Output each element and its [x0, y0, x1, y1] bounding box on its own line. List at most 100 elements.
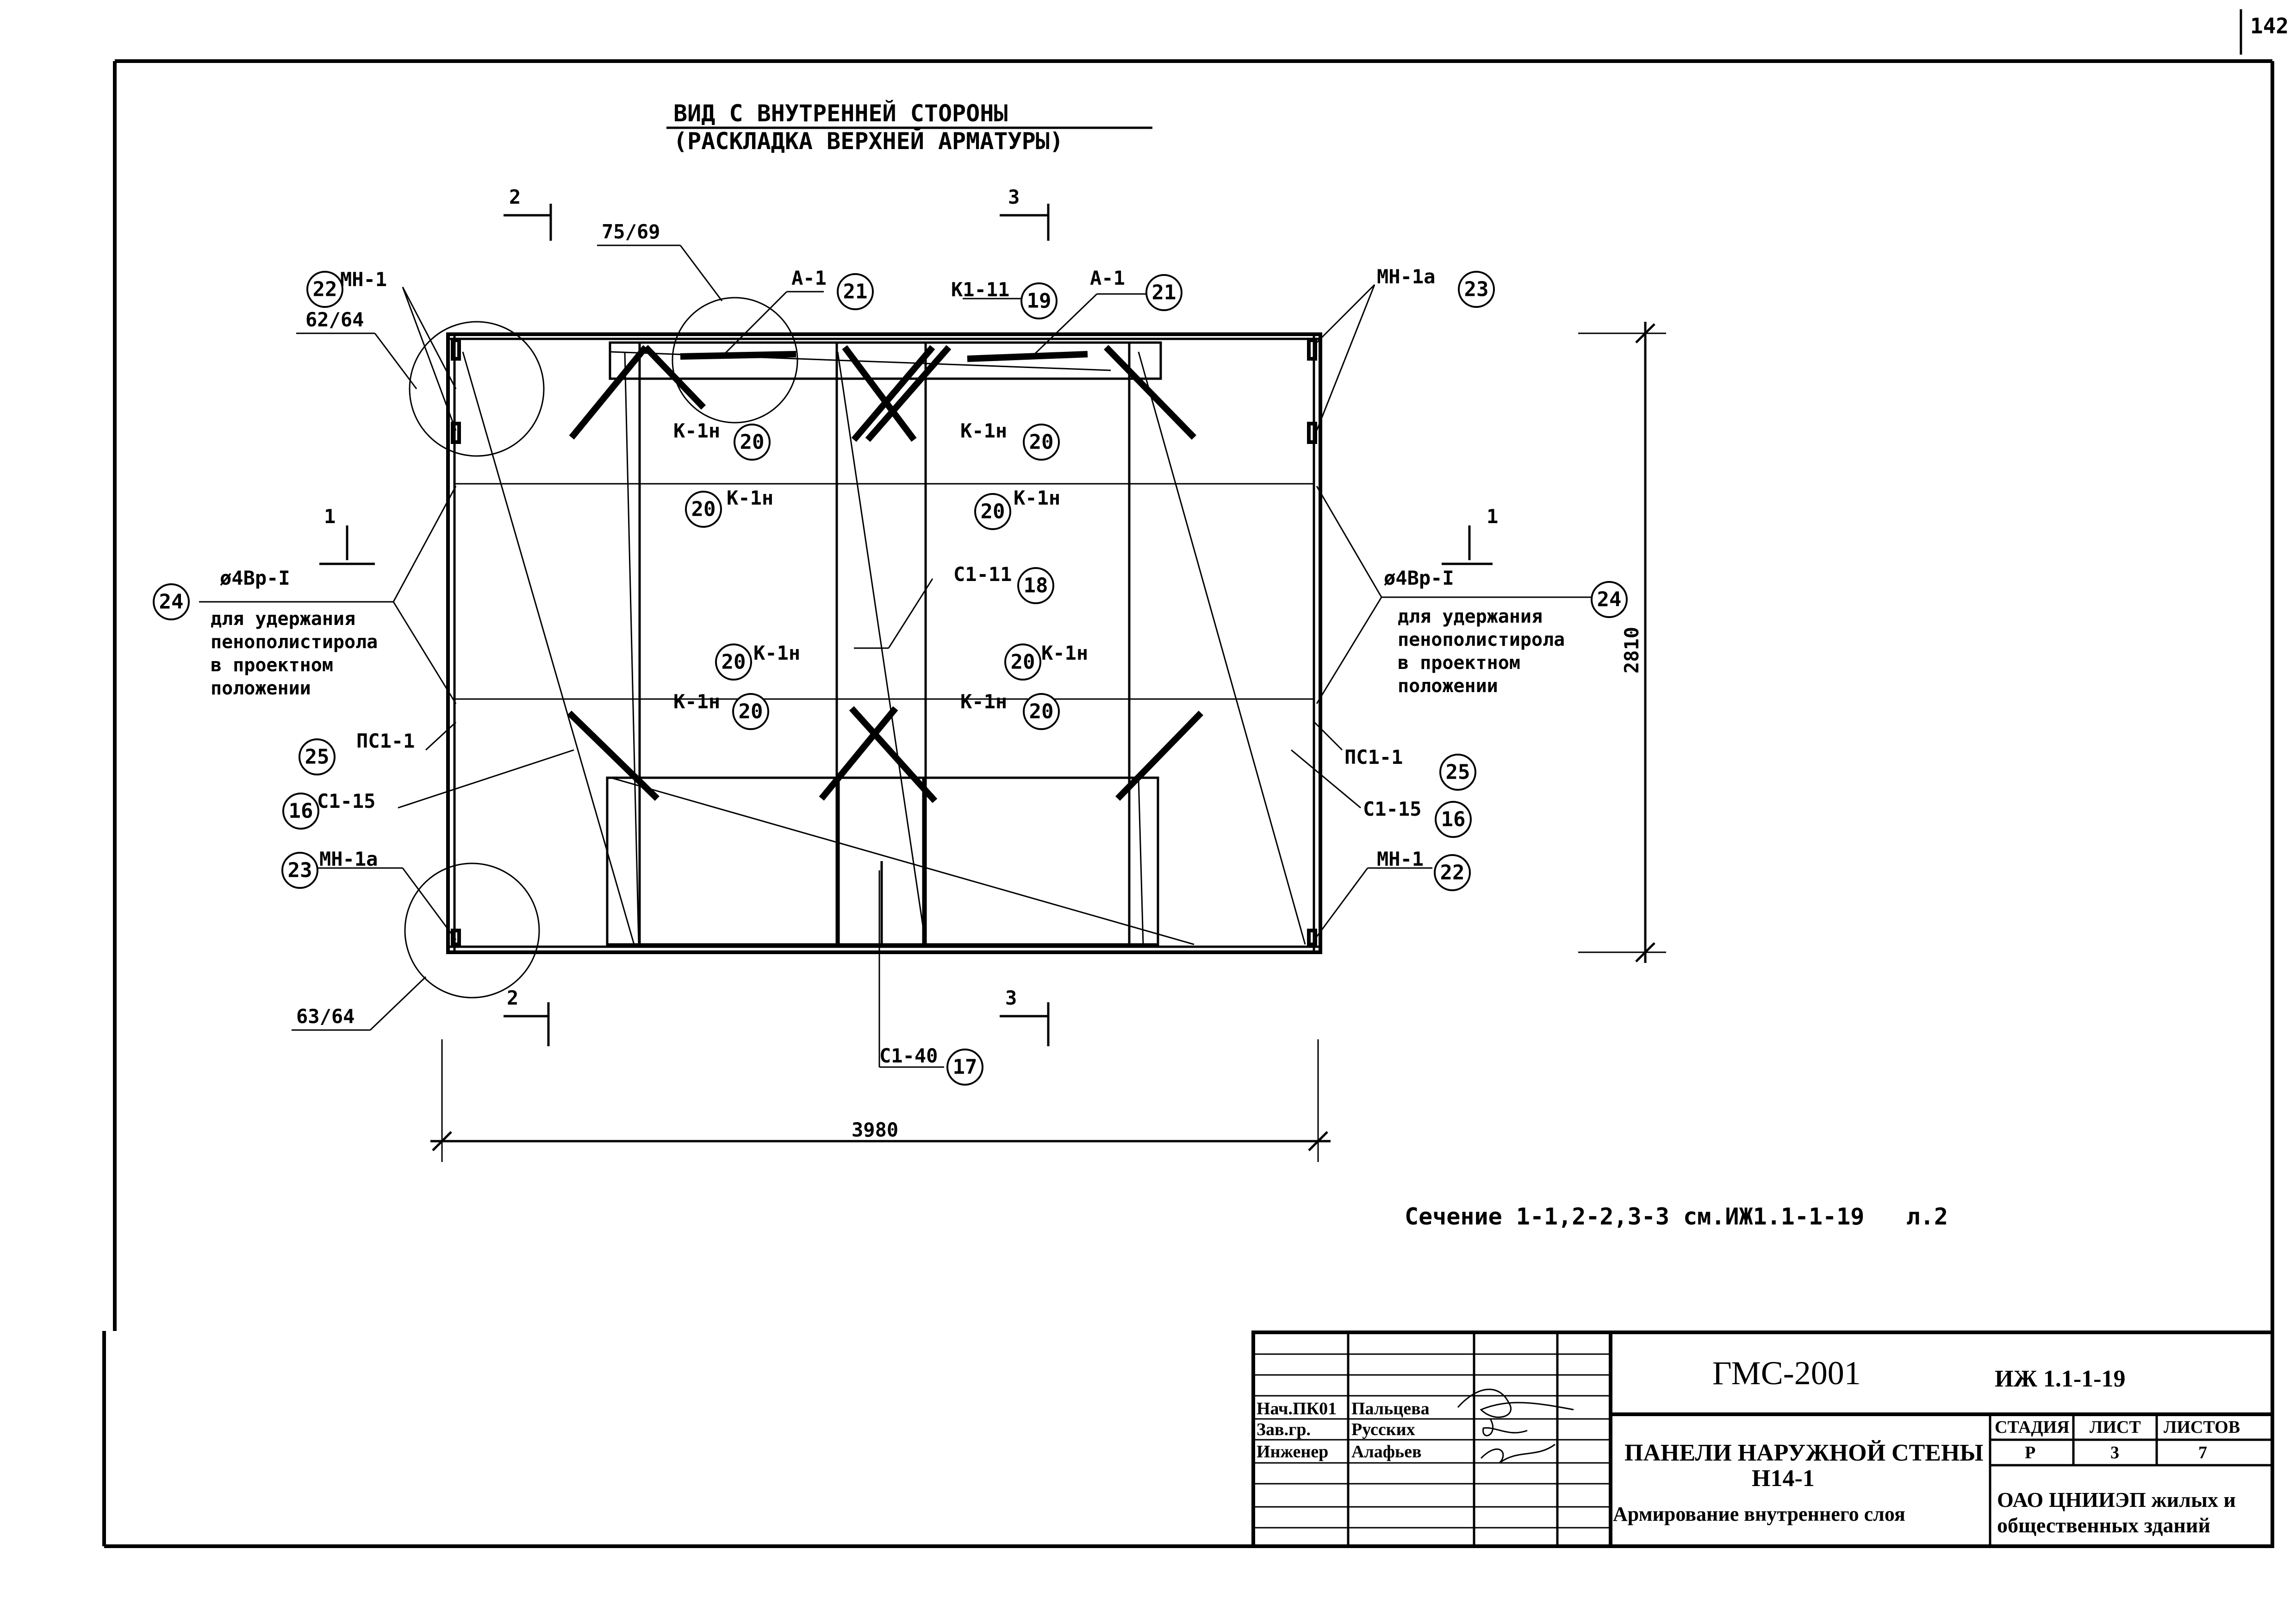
note-right-line3: в проектном — [1398, 652, 1520, 674]
section-2-top: 2 — [509, 186, 521, 208]
callout-k1n-8: К-1н — [960, 690, 1007, 713]
dimension-width: 3980 — [430, 1039, 1331, 1162]
pos-24-left: 24 — [159, 590, 184, 614]
callout-62-64: 62/64 — [305, 308, 364, 331]
pos-18: 18 — [1024, 574, 1048, 598]
k1n-rebars — [567, 345, 1204, 803]
title-block-product-title-2: Н14-1 — [1752, 1465, 1815, 1492]
pos-25-right: 25 — [1446, 761, 1470, 784]
title-block-company-2: общественных зданий — [1997, 1513, 2210, 1537]
callout-c1-15-left: С1-15 — [317, 790, 375, 812]
title-block-company-1: ОАО ЦНИИЭП жилых и — [1997, 1488, 2236, 1512]
callout-k1n-2: К-1н — [960, 419, 1007, 442]
pos-21-left: 21 — [843, 280, 868, 304]
note-right: для удержания пенополистирола в проектно… — [1398, 606, 1565, 697]
callout-c1-15-right: С1-15 — [1363, 798, 1421, 820]
title-block-role-1: Нач.ПК01 — [1257, 1399, 1337, 1418]
title-block-sheet-header: ЛИСТ — [2090, 1418, 2141, 1437]
pos-23-bottom: 23 — [288, 859, 312, 882]
title-block-product-title-1: ПАНЕЛИ НАРУЖНОЙ СТЕНЫ — [1624, 1440, 1983, 1466]
pos-21-right: 21 — [1152, 281, 1176, 305]
callout-k1-11: К1-11 — [951, 278, 1009, 301]
dimension-height: 2810 — [1578, 322, 1666, 963]
position-circles: 22 21 19 21 23 20 20 20 20 18 24 24 20 2… — [153, 271, 1628, 1086]
section-reference: Сечение 1-1,2-2,3-3 см.ИЖ1.1-1-19 л.2 — [1405, 1203, 1948, 1230]
callout-k1n-4: К-1н — [1014, 487, 1060, 509]
callout-mn1a-bottom: МН-1а — [319, 848, 378, 870]
callout-c1-40: С1-40 — [879, 1044, 938, 1067]
view-title: ВИД С ВНУТРЕННЕЙ СТОРОНЫ (РАСКЛАДКА ВЕРХ… — [666, 100, 1152, 155]
pos-20-c: 20 — [691, 498, 716, 521]
pos-20-f: 20 — [1011, 650, 1035, 674]
section-markers: 2 3 2 3 1 1 — [319, 186, 1498, 1046]
callout-pc1-1-right: ПС1-1 — [1344, 746, 1403, 768]
callout-c1-11: С1-11 — [953, 563, 1012, 586]
callout-a1-right: А-1 — [1090, 267, 1125, 289]
pos-16-left: 16 — [289, 800, 313, 823]
title-block-doc-code: ИЖ 1.1-1-19 — [1995, 1366, 2126, 1392]
title-block: ГМС-2001 ИЖ 1.1-1-19 Нач.ПК01 Зав.гр. Ин… — [1251, 1330, 2274, 1548]
pos-20-a: 20 — [740, 431, 765, 454]
pos-23-top: 23 — [1464, 278, 1489, 301]
callout-k1n-6: К-1н — [1041, 642, 1088, 664]
callout-mn1-top: МН-1 — [340, 268, 387, 291]
view-title-line1: ВИД С ВНУТРЕННЕЙ СТОРОНЫ — [673, 100, 1008, 127]
callout-75-69: 75/69 — [602, 220, 660, 243]
callout-phi4-left: ø4Вр-I — [220, 567, 290, 589]
section-1-right: 1 — [1487, 505, 1498, 528]
title-block-name-3: Алафьев — [1351, 1442, 1422, 1462]
pos-20-b: 20 — [1029, 431, 1054, 454]
title-block-sheet-subject: Армирование внутреннего слоя — [1613, 1503, 1905, 1525]
callout-k1n-7: К-1н — [673, 690, 720, 713]
section-3-top: 3 — [1008, 186, 1020, 208]
note-right-line2: пенополистирола — [1398, 629, 1565, 650]
callout-mn1-bottom: МН-1 — [1377, 848, 1424, 870]
callout-a1-left: А-1 — [791, 267, 827, 289]
note-left-line3: в проектном — [211, 655, 333, 676]
panel-outline — [404, 297, 1322, 999]
pos-22-top: 22 — [313, 278, 337, 301]
title-block-sheets: 7 — [2198, 1443, 2207, 1462]
note-left: для удержания пенополистирола в проектно… — [211, 608, 378, 699]
title-block-stage: Р — [2025, 1443, 2035, 1462]
title-block-role-3: Инженер — [1257, 1442, 1328, 1462]
dimension-width-value: 3980 — [852, 1118, 898, 1141]
title-block-org-code: ГМС-2001 — [1712, 1355, 1861, 1392]
callout-k1n-5: К-1н — [753, 642, 800, 664]
pos-20-h: 20 — [1029, 700, 1054, 724]
title-block-name-2: Русских — [1351, 1420, 1415, 1439]
title-block-sheets-header: ЛИСТОВ — [2164, 1418, 2240, 1437]
title-block-stage-header: СТАДИЯ — [1995, 1418, 2069, 1437]
section-3-bottom: 3 — [1005, 987, 1017, 1009]
pos-24-right: 24 — [1597, 588, 1622, 612]
dimension-height-value: 2810 — [1620, 627, 1643, 674]
view-title-line2: (РАСКЛАДКА ВЕРХНЕЙ АРМАТУРЫ) — [673, 127, 1064, 155]
title-block-name-1: Пальцева — [1351, 1399, 1430, 1418]
callout-63-64: 63/64 — [296, 1005, 355, 1028]
note-right-line4: положении — [1398, 675, 1498, 697]
pos-22-bottom: 22 — [1440, 861, 1465, 885]
sheet-frame: 142 — [102, 9, 2289, 1548]
note-left-line2: пенополистирола — [211, 631, 378, 653]
leaders — [199, 244, 1592, 1068]
pos-20-e: 20 — [722, 650, 746, 674]
note-left-line4: положении — [211, 678, 311, 699]
section-2-bottom: 2 — [507, 987, 518, 1009]
signatures — [1457, 1388, 1574, 1464]
callout-k1n-1: К-1н — [673, 419, 720, 442]
pos-20-g: 20 — [739, 700, 763, 724]
callout-phi4-right: ø4Вр-I — [1384, 567, 1454, 589]
title-block-sheet: 3 — [2110, 1443, 2119, 1462]
callout-k1n-3: К-1н — [727, 487, 773, 509]
title-block-role-2: Зав.гр. — [1257, 1420, 1311, 1439]
sheet-number: 142 — [2250, 13, 2289, 38]
note-left-line1: для удержания — [211, 608, 355, 630]
callout-labels: 75/69 62/64 63/64 МН-1 МН-1а А-1 К1-11 А… — [220, 220, 1454, 1067]
pos-25-left: 25 — [305, 745, 330, 769]
section-1-left: 1 — [324, 505, 336, 528]
note-right-line1: для удержания — [1398, 606, 1543, 627]
callout-mn1a-top: МН-1а — [1377, 265, 1435, 288]
pos-20-d: 20 — [981, 500, 1005, 524]
pos-16-right: 16 — [1441, 808, 1466, 831]
